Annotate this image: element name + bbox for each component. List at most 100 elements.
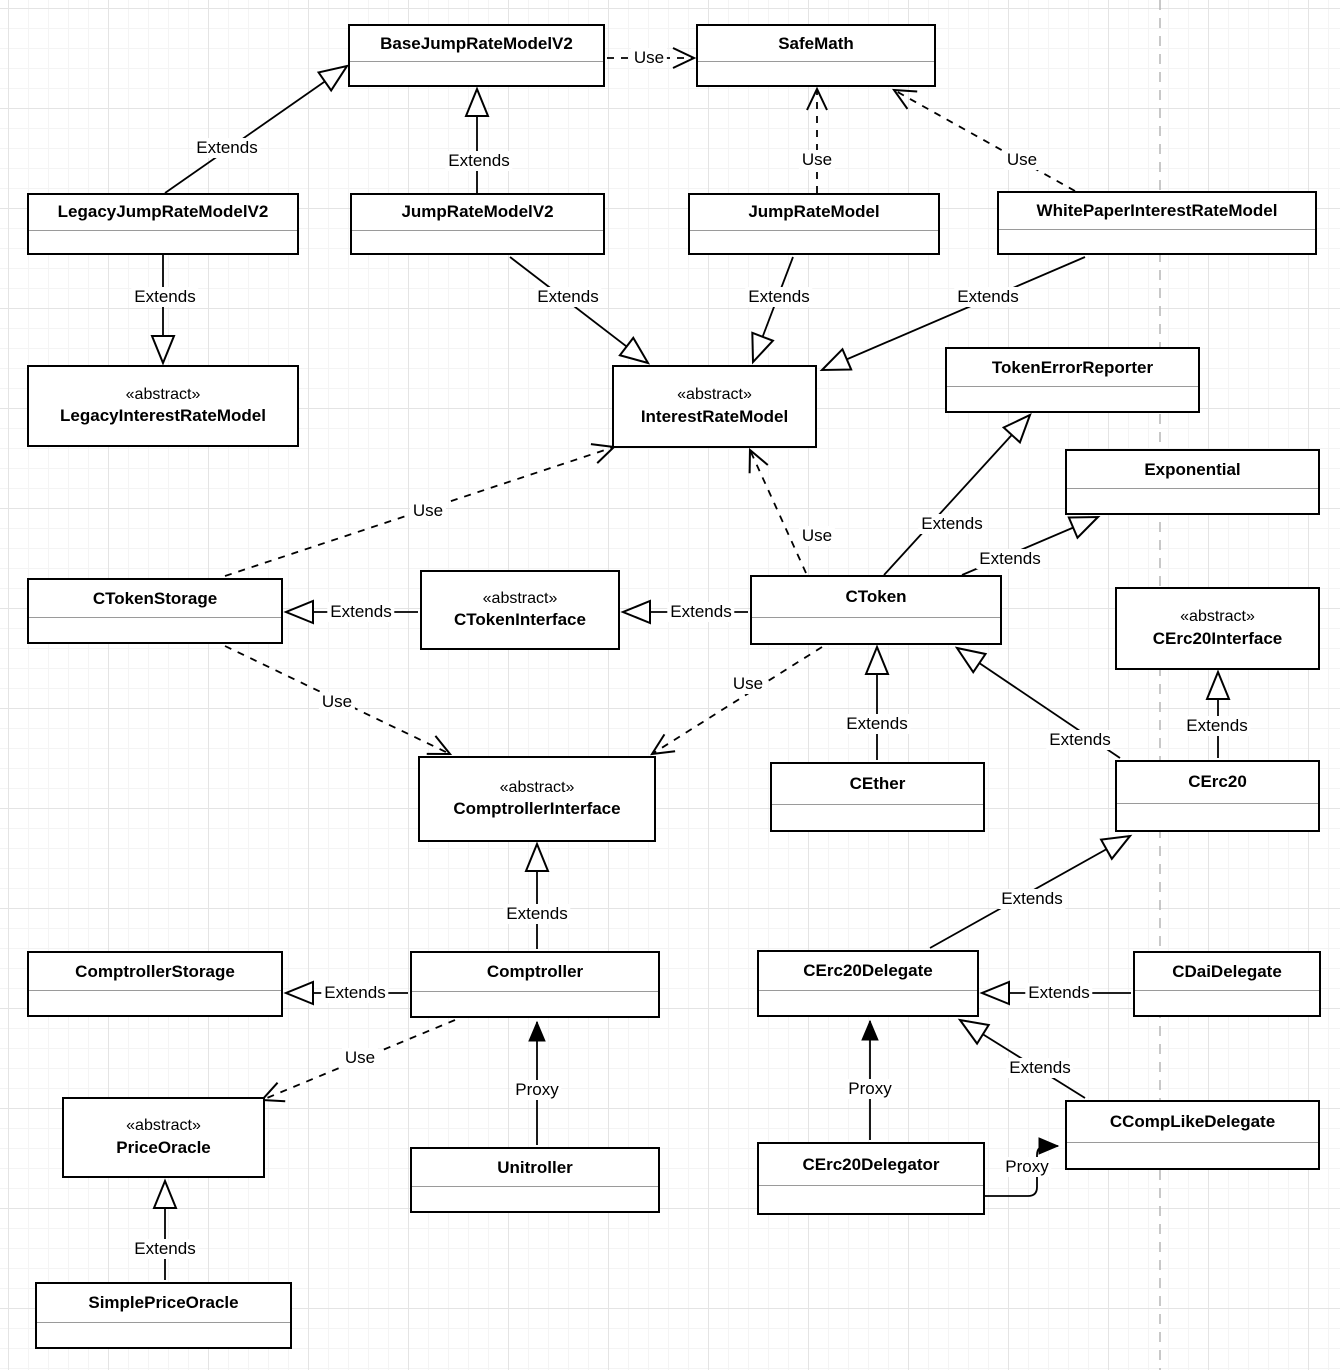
class-box-ctoken[interactable]: CToken <box>750 575 1002 645</box>
class-name: Comptroller <box>486 961 584 981</box>
compartment-divider <box>690 229 938 231</box>
edge-extends-jumpratemodelv2-to-interestratemodel <box>509 256 651 365</box>
class-box-comptrollerstorage[interactable]: ComptrollerStorage <box>27 951 283 1017</box>
attributes-compartment <box>999 230 1315 253</box>
class-box-cerc20[interactable]: CErc20 <box>1115 760 1320 832</box>
attributes-compartment <box>1067 1143 1318 1168</box>
edge-extends-jumpratemodel-to-interestratemodel <box>751 256 794 365</box>
class-box-legacyjumpratemodelv2[interactable]: LegacyJumpRateModelV2 <box>27 193 299 255</box>
edge-label-extends: Extends <box>131 287 199 307</box>
class-box-cether[interactable]: CEther <box>770 762 985 832</box>
edge-label-extends: Extends <box>534 287 602 307</box>
class-name: CErc20Delegator <box>802 1154 940 1174</box>
class-box-jumpratemodelv2[interactable]: JumpRateModelV2 <box>350 193 605 255</box>
class-box-comptroller[interactable]: Comptroller <box>410 951 660 1018</box>
stereotype-label: «abstract» <box>126 1117 201 1135</box>
attributes-compartment <box>350 62 603 85</box>
edge-label-extends: Extends <box>445 151 513 171</box>
attributes-compartment <box>29 991 281 1015</box>
class-box-unitroller[interactable]: Unitroller <box>410 1147 660 1213</box>
edge-label-extends: Extends <box>503 904 571 924</box>
edge-label-extends: Extends <box>843 714 911 734</box>
class-box-legacyinterestratemodel[interactable]: «abstract» LegacyInterestRateModel <box>27 365 299 447</box>
edge-label-use: Use <box>341 1048 379 1068</box>
compartment-divider <box>352 229 603 231</box>
class-name: PriceOracle <box>116 1137 211 1157</box>
attributes-compartment <box>1135 991 1319 1015</box>
edge-label-extends: Extends <box>745 287 813 307</box>
class-box-cerc20delegator[interactable]: CErc20Delegator <box>757 1142 985 1215</box>
class-box-cerc20delegate[interactable]: CErc20Delegate <box>757 950 979 1017</box>
class-box-cerc20interface[interactable]: «abstract»CErc20Interface <box>1115 587 1320 670</box>
class-box-tokenerrorreporter[interactable]: TokenErrorReporter <box>945 347 1200 413</box>
attributes-compartment <box>37 1323 290 1347</box>
stereotype-label: «abstract» <box>499 778 575 796</box>
edge-label-extends: Extends <box>193 138 261 158</box>
edge-label-proxy: Proxy <box>512 1080 562 1100</box>
edge-label-extends: Extends <box>327 602 395 622</box>
attributes-compartment <box>412 992 658 1016</box>
class-box-interestratemodel[interactable]: «abstract»InterestRateModel <box>612 365 817 448</box>
attributes-compartment <box>752 618 1000 643</box>
attributes-compartment <box>759 1186 983 1213</box>
class-name: CErc20Interface <box>1152 628 1283 648</box>
compartment-divider <box>29 229 297 231</box>
compartment-divider <box>29 990 281 992</box>
class-box-priceoracle[interactable]: «abstract» PriceOracle <box>62 1097 265 1178</box>
edge-use-ctoken-to-comptrollerinterface <box>650 646 823 756</box>
class-box-whitepaperinterestratemodel[interactable]: WhitePaperInterestRateModel <box>997 191 1317 255</box>
compartment-divider <box>1135 990 1319 992</box>
class-name: LegacyInterestRateModel <box>60 406 266 426</box>
attributes-compartment <box>698 62 934 85</box>
compartment-divider <box>752 616 1000 618</box>
edge-label-extends: Extends <box>918 514 986 534</box>
class-name: CTokenInterface <box>454 610 586 630</box>
attributes-compartment <box>1067 489 1318 513</box>
class-box-comptrollerinterface[interactable]: «abstract»ComptrollerInterface <box>418 756 656 842</box>
class-box-safemath[interactable]: SafeMath <box>696 24 936 87</box>
attributes-compartment <box>1117 804 1318 830</box>
class-box-cdaidelegate[interactable]: CDaiDelegate <box>1133 951 1321 1017</box>
class-box-ctokeninterface[interactable]: «abstract»CTokenInterface <box>420 570 620 650</box>
class-box-exponential[interactable]: Exponential <box>1065 449 1320 515</box>
edge-use-whitepaperinterestratemodel-to-safemath <box>891 88 1076 192</box>
class-name: CErc20 <box>1188 772 1247 792</box>
edge-use-ctoken-to-interestratemodel <box>748 447 807 574</box>
edge-label-use: Use <box>318 692 356 712</box>
attributes-compartment <box>29 618 281 642</box>
attributes-compartment <box>690 231 938 253</box>
compartment-divider <box>759 1185 983 1187</box>
class-box-ctokenstorage[interactable]: CTokenStorage <box>27 578 283 644</box>
edge-label-proxy: Proxy <box>1002 1157 1052 1177</box>
edge-label-extends: Extends <box>1046 730 1114 750</box>
compartment-divider <box>999 229 1315 230</box>
edge-label-extends: Extends <box>1183 716 1251 736</box>
edge-label-use: Use <box>630 48 668 68</box>
edge-label-use: Use <box>409 501 447 521</box>
class-name: WhitePaperInterestRateModel <box>1036 201 1278 220</box>
edge-label-extends: Extends <box>321 983 389 1003</box>
compartment-divider <box>1117 802 1318 804</box>
class-box-basejumpratemodelv2[interactable]: BaseJumpRateModelV2 <box>348 24 605 87</box>
compartment-divider <box>698 61 934 63</box>
edge-use-ctokenstorage-to-interestratemodel <box>224 443 617 577</box>
class-name: CErc20Delegate <box>803 960 933 980</box>
compartment-divider <box>772 803 983 805</box>
class-box-simplepriceoracle[interactable]: SimplePriceOracle <box>35 1282 292 1349</box>
class-name: CToken <box>845 586 907 606</box>
compartment-divider <box>412 1186 658 1188</box>
attributes-compartment <box>947 387 1198 411</box>
compartment-divider <box>1067 488 1318 490</box>
stereotype-label: «abstract» <box>125 385 201 403</box>
edge-label-use: Use <box>1003 150 1041 170</box>
attributes-compartment <box>352 231 603 253</box>
class-box-ccomplikedelegate[interactable]: CCompLikeDelegate <box>1065 1100 1320 1170</box>
compartment-divider <box>37 1321 290 1323</box>
edge-extends-whitepaperinterestratemodel-to-interestratemodel <box>819 256 1086 372</box>
class-name: InterestRateModel <box>640 406 789 426</box>
class-name: SafeMath <box>778 33 854 53</box>
edge-label-extends: Extends <box>1025 983 1093 1003</box>
class-box-jumpratemodel[interactable]: JumpRateModel <box>688 193 940 255</box>
edge-label-use: Use <box>798 526 836 546</box>
